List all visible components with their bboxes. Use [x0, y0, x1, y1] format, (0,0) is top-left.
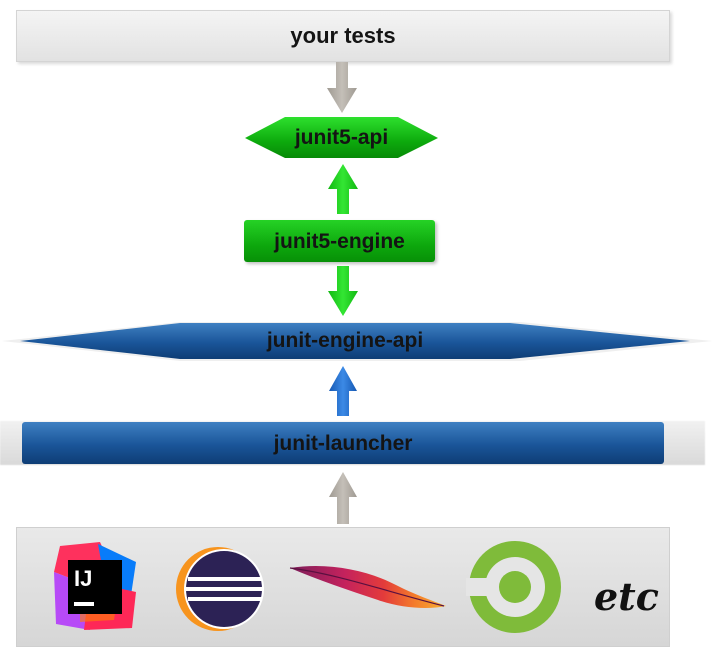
intellij-icon: IJ [54, 542, 136, 630]
junit5-engine-box: junit5-engine [244, 220, 435, 262]
junit5-api-label: junit5-api [294, 126, 389, 149]
arrow-engine-to-engine-api [328, 266, 358, 316]
apache-feather-icon [289, 566, 446, 608]
arrow-engine-to-api [328, 164, 358, 214]
arrow-launcher-to-engine-api [329, 366, 357, 416]
junit-engine-api-label: junit-engine-api [266, 329, 424, 352]
junit-engine-api-shape [2, 322, 712, 361]
eclipse-icon [176, 547, 264, 631]
etc-label: etc [594, 574, 659, 619]
your-tests-label: your tests [290, 23, 396, 48]
arrow-tools-to-launcher [329, 472, 357, 524]
arrow-tests-to-api [327, 62, 357, 113]
junit-launcher-label: junit-launcher [273, 432, 413, 455]
junit5-api-shape [245, 117, 438, 158]
ci-server-icon [466, 541, 561, 633]
your-tests-box: your tests [16, 10, 670, 62]
junit5-engine-label: junit5-engine [274, 230, 405, 253]
intellij-icon-text: IJ [74, 566, 92, 591]
junit-launcher-box: junit-launcher [22, 422, 664, 464]
